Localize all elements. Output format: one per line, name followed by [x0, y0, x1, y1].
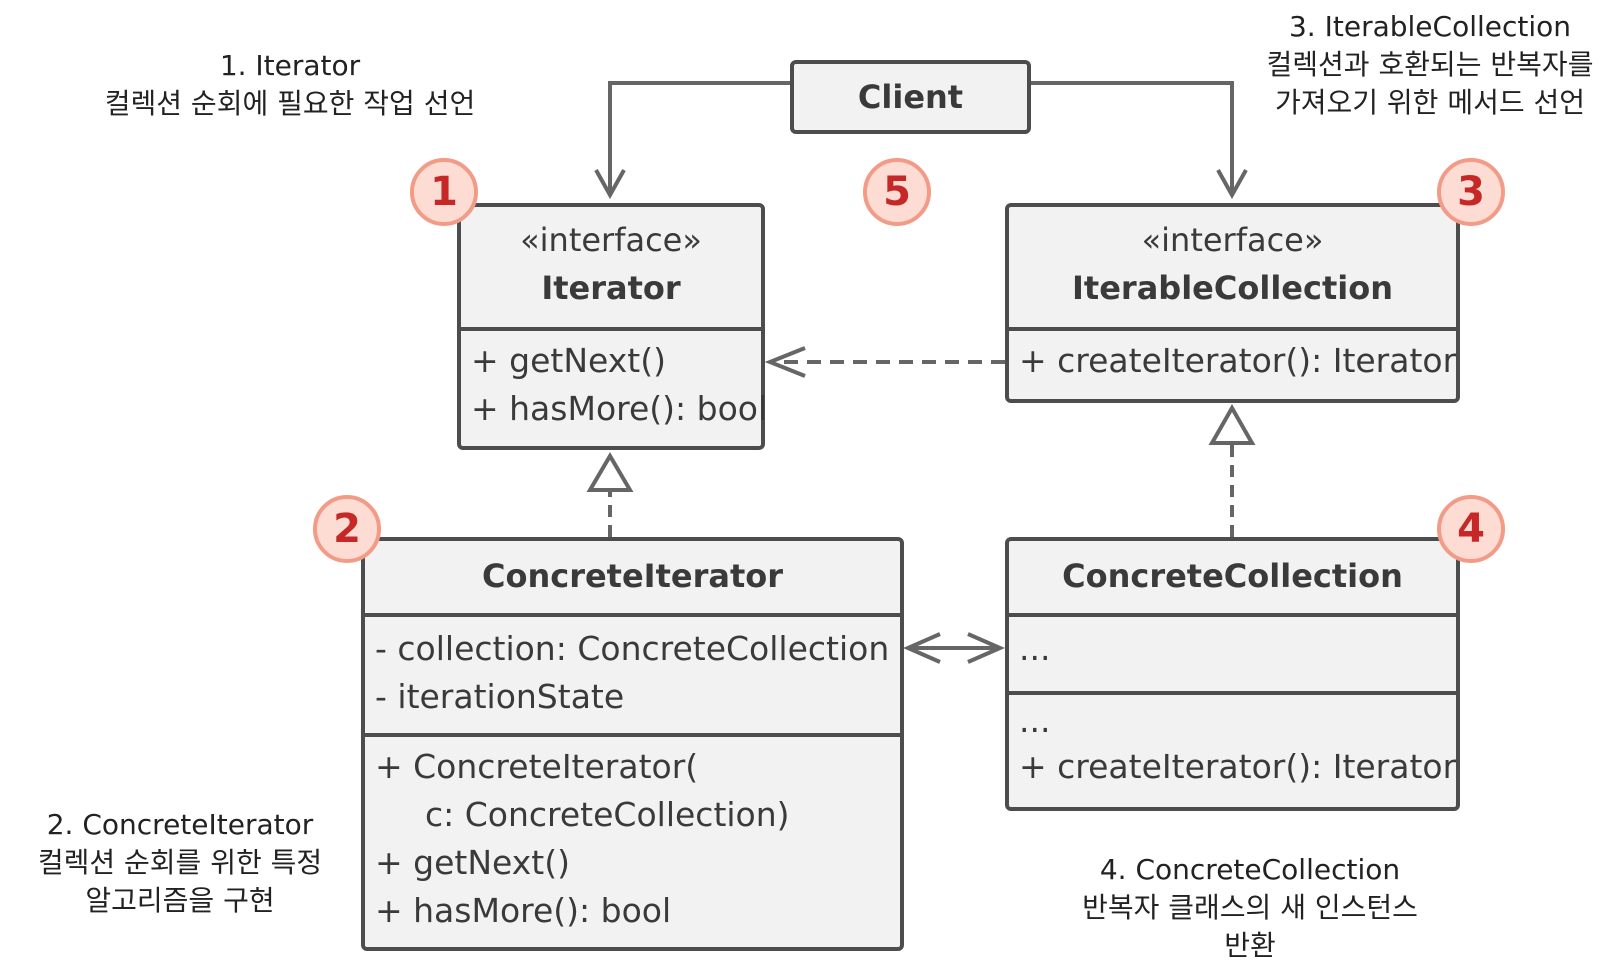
iterator-box: «interface» Iterator + getNext() + hasMo…	[457, 203, 767, 450]
client-box: Client	[790, 60, 1031, 134]
collection-realization-triangle	[1208, 403, 1256, 445]
concrete-collection-method: + createIterator(): Iterator	[1019, 747, 1457, 786]
badge-1: 1	[410, 158, 478, 226]
dependency-arrowhead	[764, 346, 806, 378]
note-concrete-collection-title: 4. ConcreteCollection	[1099, 853, 1401, 886]
concrete-iterator-field: - collection: ConcreteCollection	[375, 629, 890, 668]
note-concrete-iterator: 2. ConcreteIterator 컬렉션 순회를 위한 특정 알고리즘을 …	[10, 806, 350, 920]
badge-3: 3	[1437, 158, 1505, 226]
note-concrete-collection-line: 반환	[1224, 929, 1276, 962]
concrete-iterator-field: - iterationState	[375, 677, 625, 716]
client-to-collection-line	[1026, 81, 1234, 195]
iterable-collection-stereotype: «interface»	[1141, 221, 1324, 259]
iterable-collection-methods: + createIterator(): Iterator	[1009, 327, 1456, 399]
concrete-iterator-method: + getNext()	[375, 843, 570, 882]
concrete-collection-methods: ... + createIterator(): Iterator	[1009, 691, 1456, 807]
note-iterable-collection-title: 3. IterableCollection	[1288, 10, 1572, 43]
concrete-iterator-box: ConcreteIterator - collection: ConcreteC…	[361, 537, 904, 951]
concrete-collection-box: ConcreteCollection ... ... + createItera…	[1005, 537, 1460, 811]
badge-5: 5	[863, 158, 931, 226]
note-concrete-collection: 4. ConcreteCollection 반복자 클래스의 새 인스턴스 반환	[1040, 851, 1460, 965]
iterator-methods: + getNext() + hasMore(): bool	[461, 327, 767, 446]
client-to-iterator-line	[608, 81, 792, 195]
iterable-collection-title: IterableCollection	[1072, 269, 1393, 307]
concrete-collection-fields: ...	[1009, 613, 1456, 691]
client-to-collection-arrowhead	[1216, 169, 1248, 200]
client-title: Client	[857, 78, 964, 116]
concrete-iterator-method: + ConcreteIterator(	[375, 747, 699, 786]
note-iterable-collection-line: 가져오기 위한 메서드 선언	[1274, 86, 1586, 119]
note-concrete-iterator-title: 2. ConcreteIterator	[46, 808, 314, 841]
concrete-iterator-method: + hasMore(): bool	[375, 891, 672, 930]
iterator-title: Iterator	[541, 269, 681, 307]
association-arrowhead-right	[967, 632, 1005, 664]
note-iterator: 1. Iterator 컬렉션 순회에 필요한 작업 선언	[70, 47, 510, 123]
iterator-stereotype: «interface»	[520, 221, 702, 259]
note-concrete-collection-line: 반복자 클래스의 새 인스턴스	[1082, 891, 1418, 924]
concrete-collection-method: ...	[1019, 701, 1051, 740]
concrete-collection-field: ...	[1019, 629, 1051, 668]
iterator-realization-triangle	[586, 452, 634, 492]
badge-2: 2	[313, 495, 381, 563]
note-concrete-iterator-line: 알고리즘을 구현	[85, 884, 275, 917]
concrete-collection-title: ConcreteCollection	[1062, 557, 1403, 595]
badge-4: 4	[1437, 495, 1505, 563]
concrete-iterator-fields: - collection: ConcreteCollection - itera…	[365, 613, 900, 733]
client-to-iterator-arrowhead	[594, 169, 626, 200]
iterable-collection-box: «interface» IterableCollection + createI…	[1005, 203, 1460, 403]
concrete-iterator-methods: + ConcreteIterator( c: ConcreteCollectio…	[365, 733, 900, 947]
note-iterable-collection: 3. IterableCollection 컬렉션과 호환되는 반복자를 가져오…	[1244, 8, 1616, 122]
association-arrowhead-left	[903, 632, 941, 664]
concrete-iterator-title: ConcreteIterator	[481, 557, 784, 595]
iterator-method: + getNext()	[471, 341, 666, 380]
concrete-iterator-method: c: ConcreteCollection)	[425, 795, 790, 834]
iterator-method: + hasMore(): bool	[471, 389, 768, 428]
note-iterator-line: 컬렉션 순회에 필요한 작업 선언	[104, 87, 476, 120]
note-concrete-iterator-line: 컬렉션 순회를 위한 특정	[37, 846, 323, 879]
note-iterable-collection-line: 컬렉션과 호환되는 반복자를	[1266, 48, 1594, 81]
note-iterator-title: 1. Iterator	[219, 49, 361, 82]
iterable-collection-method: + createIterator(): Iterator	[1019, 341, 1457, 380]
